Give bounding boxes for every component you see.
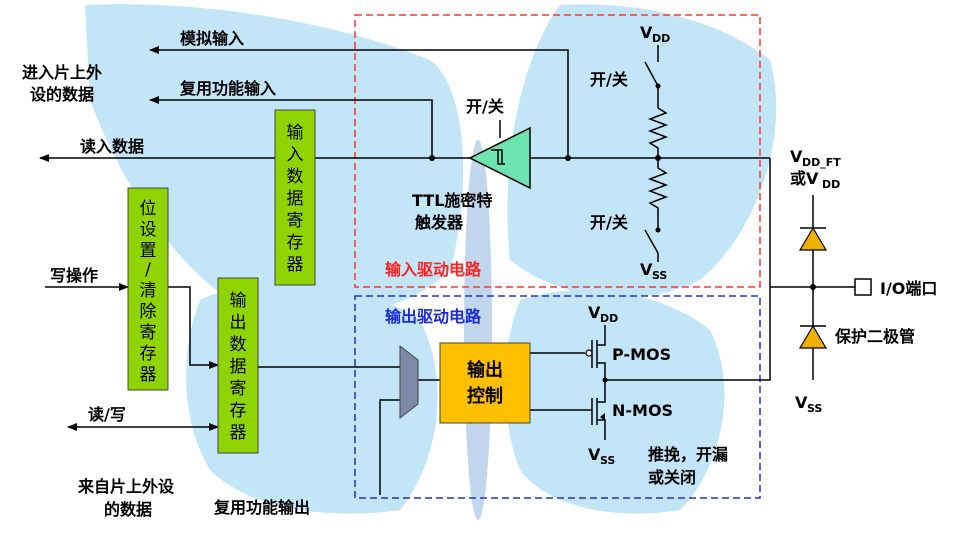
svg-text:DD_FT: DD_FT — [802, 156, 841, 169]
svg-text:V: V — [790, 147, 803, 166]
output-mode-label-1: 推挽，开漏 — [648, 445, 728, 464]
input-driver-title: 输入驱动电路 — [385, 260, 482, 279]
output-vdd-label: V DD — [588, 303, 618, 325]
pulldown-switch-label: 开/关 — [590, 213, 628, 232]
output-vss-label: V SS — [588, 445, 615, 467]
protection-vss-label: V SS — [795, 393, 822, 415]
or-vdd-label: 或V DD — [790, 169, 840, 191]
input-driver-box — [354, 14, 761, 288]
pmos-label: P-MOS — [612, 345, 671, 364]
svg-text:V: V — [588, 445, 601, 464]
svg-text:入: 入 — [287, 145, 304, 165]
svg-text:或V: 或V — [790, 169, 819, 188]
svg-text:出: 出 — [230, 313, 247, 333]
svg-text:输: 输 — [230, 291, 247, 311]
svg-text:器: 器 — [287, 255, 304, 275]
protection-diode-label: 保护二极管 — [834, 327, 915, 346]
svg-text:存: 存 — [287, 233, 304, 253]
svg-text:存: 存 — [140, 344, 157, 364]
read-data-label: 读入数据 — [80, 137, 144, 156]
svg-text:SS: SS — [600, 454, 615, 467]
schmitt-on-off-label: 开/关 — [466, 97, 504, 116]
input-vss-label: V SS — [640, 260, 667, 282]
input-data-register-label: 输 入 数 据 寄 存 器 — [287, 123, 304, 275]
svg-text:DD: DD — [600, 312, 618, 325]
svg-text:输: 输 — [287, 123, 304, 143]
input-vdd-label: V DD — [640, 23, 670, 45]
mos-gates — [585, 349, 605, 421]
read-write-label: 读/写 — [88, 405, 126, 424]
svg-text:器: 器 — [140, 365, 157, 385]
io-port-pin — [854, 278, 872, 296]
svg-text:据: 据 — [230, 357, 247, 377]
protection-diode-icon — [798, 226, 828, 349]
output-control-label-1: 输出 — [467, 359, 503, 381]
schmitt-trigger-icon — [468, 126, 531, 190]
nmos-label: N-MOS — [612, 401, 673, 420]
svg-text:置: 置 — [140, 241, 157, 261]
svg-text:位: 位 — [140, 199, 157, 219]
output-driver-title: 输出驱动电路 — [385, 307, 482, 326]
output-driver-box — [354, 295, 761, 499]
analog-input-label: 模拟输入 — [180, 29, 244, 48]
svg-text:SS: SS — [652, 269, 667, 282]
io-port-label: I/O端口 — [880, 279, 937, 298]
schmitt-label-1: TTL施密特 — [412, 191, 492, 210]
svg-text:数: 数 — [230, 335, 247, 355]
vdd-ft-label: V DD_FT — [790, 147, 841, 169]
output-data-register-label: 输 出 数 据 寄 存 器 — [230, 291, 247, 443]
svg-text:V: V — [795, 393, 808, 412]
butterfly-background — [85, 4, 777, 514]
svg-text:设: 设 — [140, 220, 157, 240]
svg-text:SS: SS — [807, 402, 822, 415]
svg-text:DD: DD — [822, 178, 840, 191]
output-control-label-2: 控制 — [467, 385, 503, 407]
svg-text:V: V — [640, 23, 653, 42]
svg-text:V: V — [640, 260, 653, 279]
svg-text:V: V — [588, 303, 601, 322]
from-peripheral-label-1: 来自片上外设 — [77, 477, 175, 496]
bit-set-reset-register-label: 位 设 置 / 清 除 寄 存 器 — [140, 199, 157, 385]
pullup-switch-label: 开/关 — [590, 70, 628, 89]
wires — [39, 45, 855, 495]
svg-text:寄: 寄 — [287, 211, 304, 231]
bit-set-reset-register — [127, 187, 169, 391]
output-mode-label-2: 或关闭 — [648, 468, 696, 487]
schmitt-label-2: 触发器 — [414, 213, 464, 232]
svg-text:寄: 寄 — [230, 379, 247, 399]
to-peripheral-label-2: 设的数据 — [30, 85, 94, 104]
svg-text:清: 清 — [140, 281, 157, 301]
svg-text:数: 数 — [287, 167, 304, 187]
butterfly-body — [464, 140, 492, 520]
input-data-register — [274, 109, 316, 286]
svg-text:存: 存 — [230, 401, 247, 421]
junctions — [429, 83, 816, 383]
to-peripheral-label-1: 进入片上外 — [22, 63, 102, 82]
from-peripheral-label-2: 的数据 — [104, 500, 152, 519]
svg-text:/: / — [145, 260, 151, 280]
output-data-register — [217, 277, 259, 454]
alt-func-output-label: 复用功能输出 — [213, 498, 310, 517]
svg-text:器: 器 — [230, 423, 247, 443]
svg-text:除: 除 — [140, 302, 157, 322]
output-control-block — [439, 342, 531, 424]
mux-icon — [399, 344, 419, 420]
write-op-label: 写操作 — [50, 266, 98, 285]
alt-func-input-label: 复用功能输入 — [179, 79, 276, 98]
svg-text:据: 据 — [287, 189, 304, 209]
svg-text:寄: 寄 — [140, 323, 157, 343]
svg-text:DD: DD — [652, 32, 670, 45]
